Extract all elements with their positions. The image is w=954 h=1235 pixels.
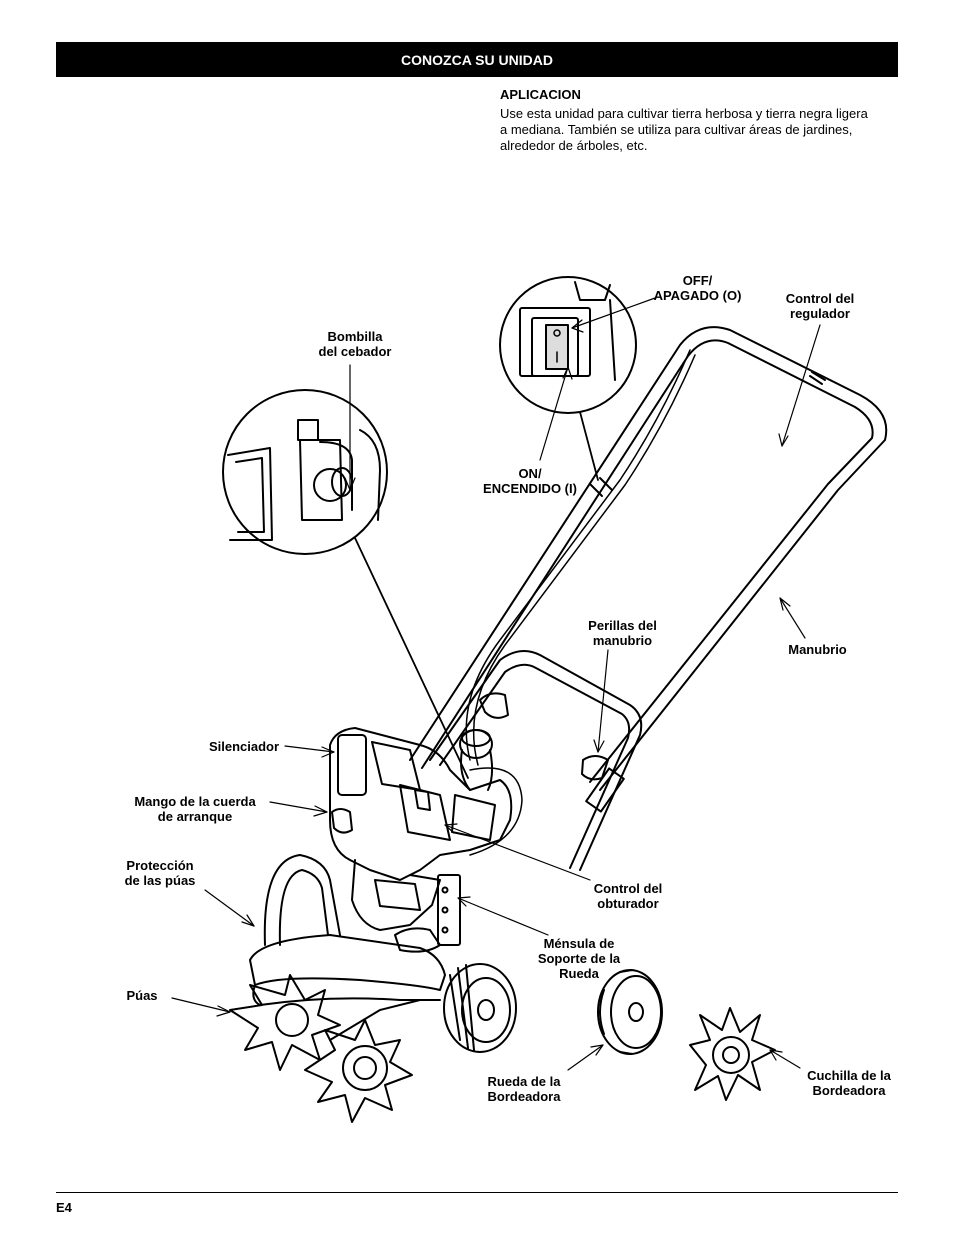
section-header: CONOZCA SU UNIDAD (56, 42, 898, 77)
label-handle-knobs: Perillas del manubrio (588, 618, 657, 648)
tines (229, 974, 421, 1123)
tine-guard (249, 854, 446, 1006)
label-tines: Púas (126, 988, 158, 1003)
page-number: E4 (56, 1200, 72, 1215)
switch-inset (499, 276, 637, 414)
label-muffler: Silenciador (208, 739, 280, 754)
label-starter-handle: Mango de la cuerda de arranque (134, 794, 256, 824)
label-on: ON/ ENCENDIDO (I) (483, 466, 577, 496)
label-handle: Manubrio (788, 642, 847, 657)
label-edger-blade: Cuchilla de la Bordeadora (807, 1068, 891, 1098)
inset-leader-lines (354, 411, 599, 779)
label-off: OFF/ APAGADO (O) (653, 273, 742, 303)
application-section: APLICACION Use esta unidad para cultivar… (500, 87, 870, 154)
throttle-cable (465, 349, 696, 856)
edger-blade (689, 1007, 776, 1101)
primer-inset (222, 389, 388, 555)
transmission-housing (351, 859, 461, 953)
handle-drawing (409, 326, 888, 813)
engine-body (329, 727, 513, 881)
label-wheel-bracket: Ménsula de Soporte de la Rueda (537, 936, 621, 981)
edger-wheel (597, 969, 663, 1055)
label-tine-guard: Protección de las púas (124, 858, 196, 888)
lower-handle-frame (429, 650, 643, 871)
application-title: APLICACION (500, 87, 581, 102)
label-throttle-control: Control del regulador (785, 291, 855, 321)
label-choke-control: Control del obturador (593, 881, 663, 911)
label-edger-wheel: Rueda de la Bordeadora (487, 1074, 561, 1104)
footer-rule (56, 1192, 898, 1193)
application-body: Use esta unidad para cultivar tierra her… (500, 106, 868, 153)
mounted-wheel (443, 963, 517, 1053)
label-primer-bulb: Bombilla del cebador (318, 329, 392, 359)
callout-arrows (171, 297, 821, 1071)
